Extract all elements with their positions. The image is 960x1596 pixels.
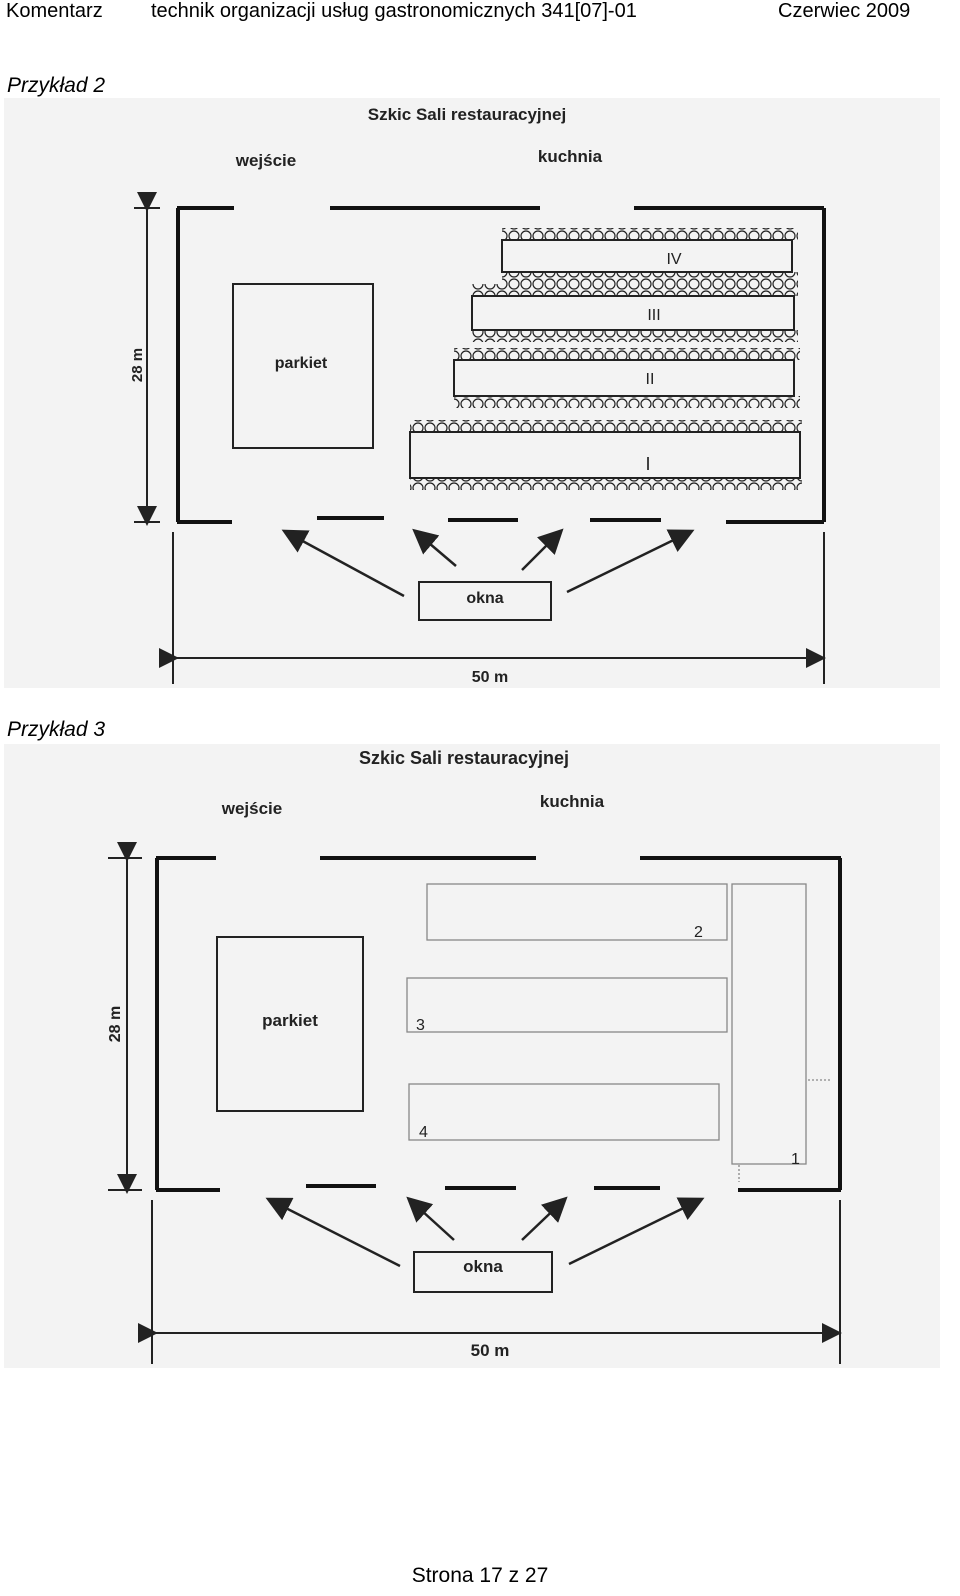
example-3-table-2 (426, 883, 728, 941)
example-2-table-i-number: I (645, 454, 650, 474)
example-3-width-label: 50 m (471, 1341, 510, 1360)
example-2-height-dimension (134, 192, 160, 526)
example-2-sketch: Szkic Sali restauracyjnej wejście kuchni… (4, 98, 940, 688)
example-3-label: Przykład 3 (7, 718, 106, 741)
example-2-kitchen-label: kuchnia (538, 147, 603, 166)
example-2-width-label: 50 m (472, 669, 508, 686)
example-2-table-ii-number: II (646, 371, 655, 388)
example-3-window-arrows (265, 1196, 705, 1268)
example-3-width-dimension (138, 1200, 842, 1364)
header-left: Komentarz (6, 0, 103, 22)
page-number: Strona 17 z 27 (411, 1564, 549, 1587)
example-3-table-4-number: 4 (419, 1124, 428, 1141)
example-3-title: Szkic Sali restauracyjnej (359, 748, 569, 768)
example-2-table-iii: III (471, 284, 798, 342)
example-2-dance-floor-label: parkiet (275, 355, 328, 372)
example-3-table-3 (406, 977, 728, 1033)
header-center: technik organizacji usług gastronomiczny… (151, 0, 637, 22)
example-2-entrance-label: wejście (235, 151, 297, 170)
example-2-table-i: I (409, 420, 802, 490)
example-2-window-arrows (281, 528, 695, 598)
example-3-windows-label: okna (463, 1257, 503, 1276)
example-2-walls (176, 206, 826, 524)
example-3-table-1-number: 1 (791, 1151, 800, 1168)
example-2-windows-label: okna (466, 590, 503, 607)
example-2-dance-floor (232, 283, 374, 449)
example-3-drawing: Szkic Sali restauracyjnej wejście kuchni… (107, 748, 842, 1364)
example-3-walls (155, 856, 842, 1192)
example-3-table-numbers: 1 2 3 4 (416, 924, 800, 1168)
example-2-width-dimension (159, 532, 826, 684)
example-2-table-iv-number: IV (666, 251, 681, 268)
example-2-table-iii-number: III (647, 307, 660, 324)
example-3-tables (406, 883, 830, 1182)
example-3-height-label: 28 m (107, 1006, 124, 1042)
example-2-table-iv: IV (501, 228, 798, 284)
example-3-height-dimension (108, 842, 142, 1194)
example-2-title: Szkic Sali restauracyjnej (368, 105, 566, 124)
example-2-windows-box (418, 581, 552, 621)
header-right: Czerwiec 2009 (778, 0, 911, 22)
example-2-table-ii: II (453, 348, 800, 408)
example-3-table-4 (408, 1083, 720, 1141)
example-3-sketch: Szkic Sali restauracyjnej wejście kuchni… (4, 744, 940, 1368)
example-3-windows-box (413, 1251, 553, 1293)
example-3-dance-floor (216, 936, 364, 1112)
example-3-table-2-number: 2 (694, 924, 703, 941)
example-3-table-3-number: 3 (416, 1017, 425, 1034)
example-2-drawing: Szkic Sali restauracyjnej wejście kuchni… (129, 105, 826, 686)
page-header: Komentarz technik organizacji usług gast… (6, 0, 956, 26)
example-2-height-label: 28 m (129, 348, 146, 382)
example-3-dance-floor-label: parkiet (262, 1011, 318, 1030)
example-3-entrance-label: wejście (221, 799, 283, 818)
example-3-table-1 (731, 883, 807, 1165)
example-3-kitchen-label: kuchnia (540, 792, 605, 811)
example-2-label: Przykład 2 (7, 74, 106, 97)
